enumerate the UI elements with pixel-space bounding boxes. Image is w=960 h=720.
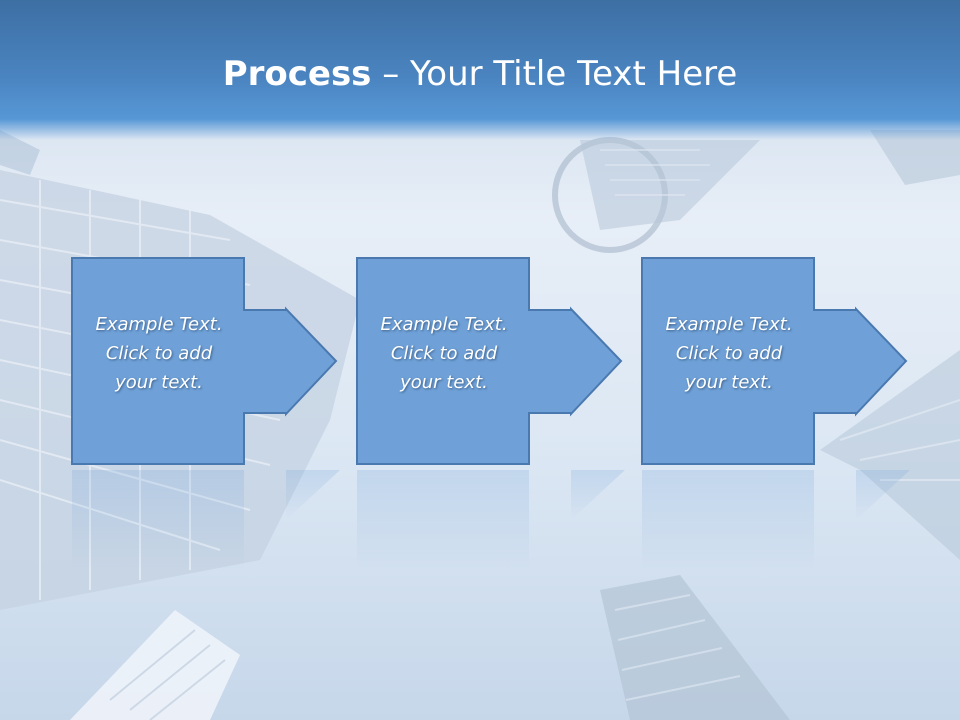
process-step-1[interactable]: Example Text. Click to add your text.	[71, 257, 342, 468]
step-line-2: Click to add	[675, 343, 783, 364]
step-arrow-shape	[356, 257, 623, 465]
step-line-1: Example Text.	[380, 314, 508, 335]
step-line-2: Click to add	[390, 343, 498, 364]
step-arrow-shape	[641, 257, 908, 465]
step-line-1: Example Text.	[95, 314, 223, 335]
steps-reflection	[72, 470, 910, 570]
step-arrow-shape	[71, 257, 338, 465]
step-text[interactable]: Example Text. Click to add your text.	[359, 310, 529, 397]
process-step-2[interactable]: Example Text. Click to add your text.	[356, 257, 627, 468]
title-rest: – Your Title Text Here	[371, 54, 738, 94]
slide-title[interactable]: Process – Your Title Text Here	[0, 52, 960, 96]
step-line-3: your text.	[685, 372, 773, 393]
step-text[interactable]: Example Text. Click to add your text.	[644, 310, 814, 397]
step-text[interactable]: Example Text. Click to add your text.	[74, 310, 244, 397]
step-line-2: Click to add	[105, 343, 213, 364]
step-line-1: Example Text.	[665, 314, 793, 335]
process-step-3[interactable]: Example Text. Click to add your text.	[641, 257, 912, 468]
title-bold: Process	[222, 54, 372, 94]
step-line-3: your text.	[115, 372, 203, 393]
step-line-3: your text.	[400, 372, 488, 393]
title-band	[0, 0, 960, 140]
